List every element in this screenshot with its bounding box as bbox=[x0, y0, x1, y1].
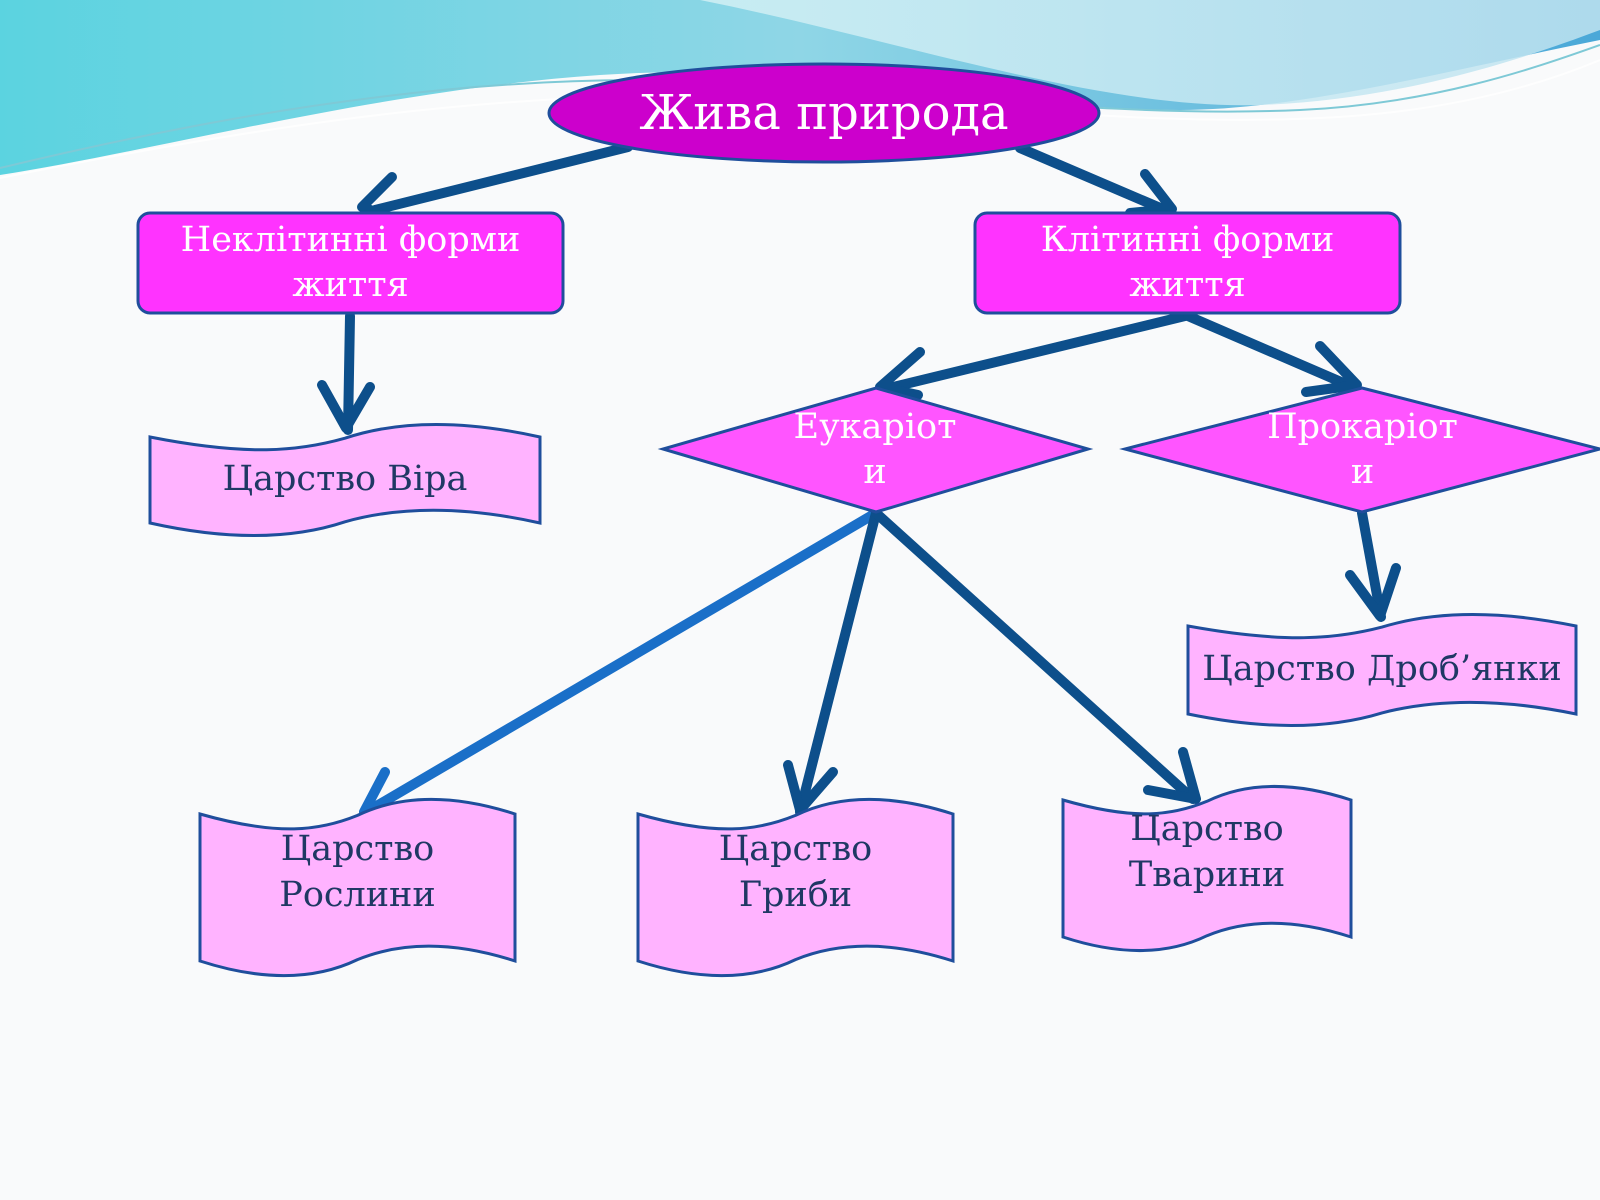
cellular-line-1: Клітинні форми bbox=[1040, 219, 1335, 260]
virus-line-1: Царство Віра bbox=[222, 459, 468, 500]
virus-label: Царство Віра bbox=[150, 435, 540, 525]
eukaryotes-line-1: Еукаріот bbox=[793, 406, 957, 447]
arrow-cellular-to-eukaryotes bbox=[875, 311, 1190, 400]
cellular-label: Клітинні форми життя bbox=[975, 213, 1400, 313]
fungi-label: Царство Гриби bbox=[638, 815, 953, 930]
arrow-prokaryotes-to-bacteria bbox=[1345, 508, 1401, 622]
virus-scroll bbox=[148, 422, 542, 538]
eukaryotes-line-2: и bbox=[863, 452, 887, 492]
acellular-box bbox=[136, 211, 565, 315]
prokaryotes-label: Прокаріот и bbox=[1225, 400, 1500, 500]
arrow-eukaryotes-to-fungi bbox=[783, 508, 881, 817]
arrow-cellular-to-prokaryotes bbox=[1183, 311, 1362, 397]
animals-line-1: Царство bbox=[1130, 809, 1284, 849]
arrow-eukaryotes-to-plants bbox=[359, 508, 881, 818]
fungi-scroll bbox=[636, 797, 955, 978]
node-shapes bbox=[136, 62, 1600, 978]
acellular-line-1: Неклітинні форми bbox=[180, 219, 521, 260]
plants-line-1: Царство bbox=[280, 829, 435, 869]
prokaryotes-line-1: Прокаріот bbox=[1267, 406, 1458, 447]
bacteria-scroll bbox=[1186, 613, 1578, 727]
eukaryotes-label: Еукаріот и bbox=[740, 400, 1010, 500]
acellular-line-2: життя bbox=[292, 265, 409, 305]
acellular-label: Неклітинні форми життя bbox=[138, 213, 563, 313]
animals-label: Царство Тварини bbox=[1063, 795, 1351, 910]
animals-scroll bbox=[1061, 784, 1353, 953]
root-label: Жива природа bbox=[554, 70, 1094, 156]
fungi-line-2: Гриби bbox=[738, 874, 853, 915]
root-ellipse bbox=[547, 62, 1101, 164]
prokaryotes-diamond bbox=[1119, 386, 1600, 514]
plants-line-2: Рослини bbox=[279, 874, 436, 915]
cellular-box bbox=[973, 211, 1402, 315]
bacteria-line-1: Царство Дроб’янки bbox=[1202, 649, 1562, 690]
root-label-text: Жива природа bbox=[639, 84, 1009, 141]
arrow-acellular-to-virus bbox=[317, 311, 375, 435]
cellular-line-2: життя bbox=[1129, 265, 1246, 305]
prokaryotes-line-2: и bbox=[1350, 452, 1375, 492]
plants-scroll bbox=[198, 797, 517, 978]
arrow-eukaryotes-to-animals bbox=[871, 508, 1201, 804]
fungi-line-1: Царство bbox=[718, 829, 873, 869]
eukaryotes-diamond bbox=[657, 386, 1094, 514]
arrow-root-to-acellular bbox=[357, 142, 633, 227]
bacteria-label: Царство Дроб’янки bbox=[1188, 625, 1576, 715]
arrow-root-to-cellular bbox=[1015, 143, 1177, 218]
animals-line-2: Тварини bbox=[1128, 854, 1286, 895]
plants-label: Царство Рослини bbox=[200, 815, 515, 930]
